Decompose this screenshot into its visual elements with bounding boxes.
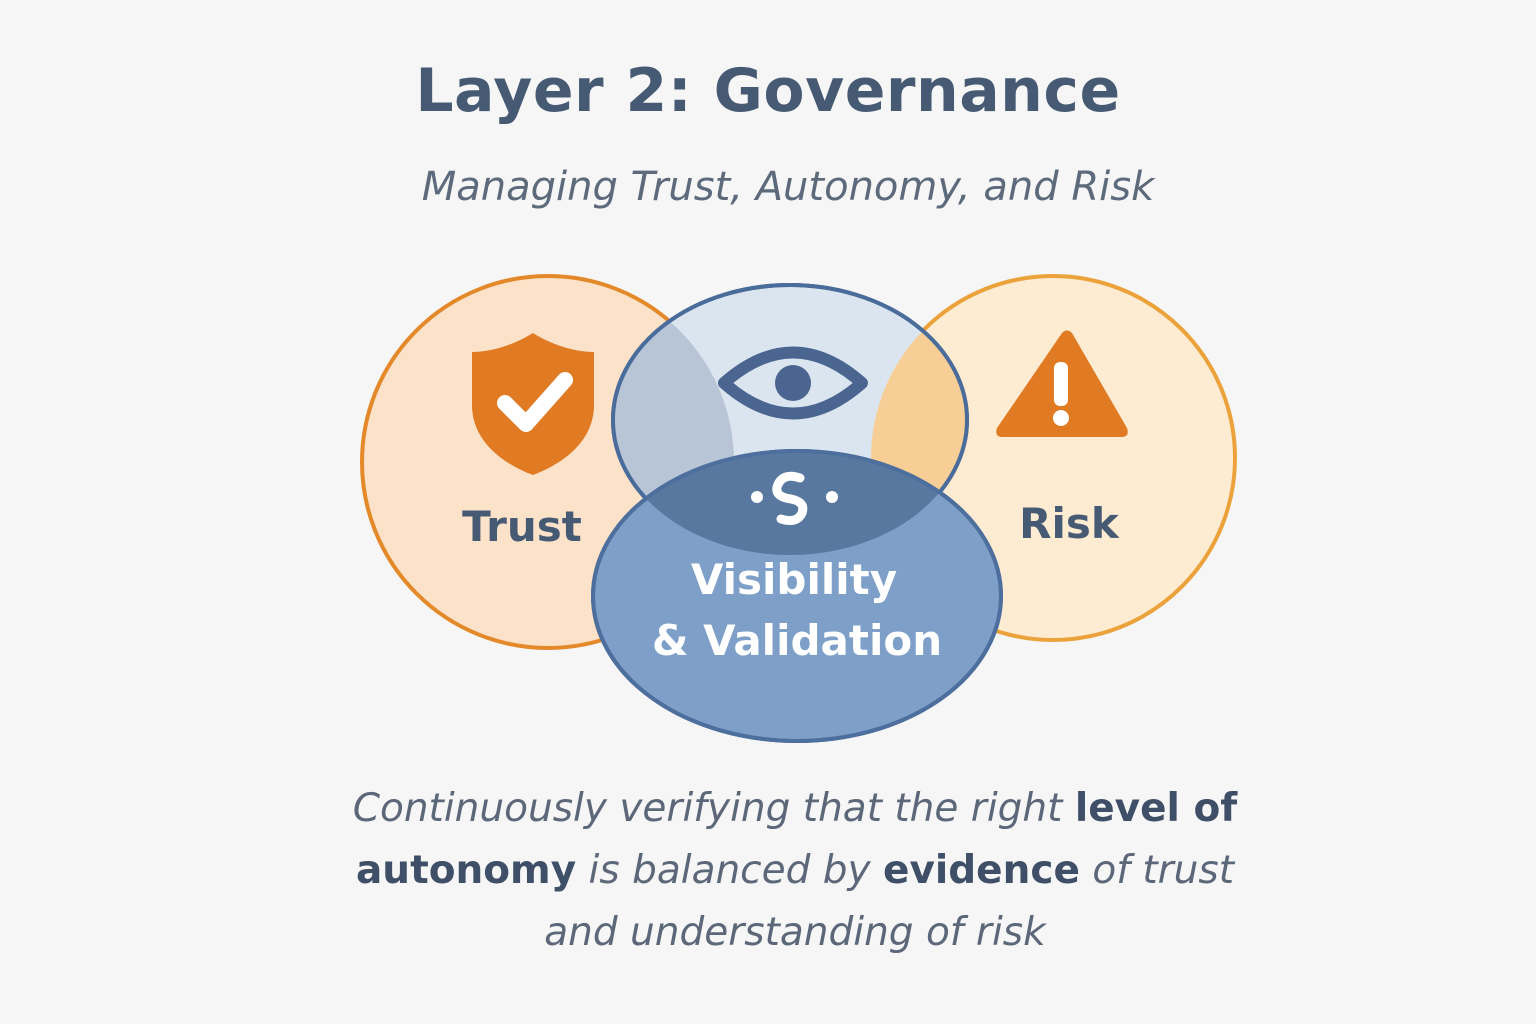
page-subtitle: Managing Trust, Autonomy, and Risk (421, 164, 1155, 210)
validation-label-line2: & Validation (652, 616, 942, 665)
warning-triangle-icon (996, 330, 1128, 437)
caption-text-3: of trust and understanding of risk (544, 848, 1235, 955)
validation-label-line1: Visibility (691, 555, 897, 604)
shield-check-icon (472, 333, 594, 475)
visibility-validation-overlap (613, 451, 967, 555)
risk-label: Risk (1019, 499, 1120, 548)
cycle-icon (751, 471, 838, 525)
caption-bold-2: evidence (883, 848, 1080, 893)
eye-icon (718, 346, 868, 420)
caption-text-1: Continuously verifying that the right (352, 786, 1075, 831)
trust-label: Trust (462, 502, 582, 551)
caption: Continuously verifying that the right le… (340, 778, 1250, 964)
caption-bold-1: level of autonomy (355, 786, 1238, 893)
page-title: Layer 2: Governance (415, 56, 1121, 126)
caption-text-2: is balanced by (576, 848, 884, 893)
